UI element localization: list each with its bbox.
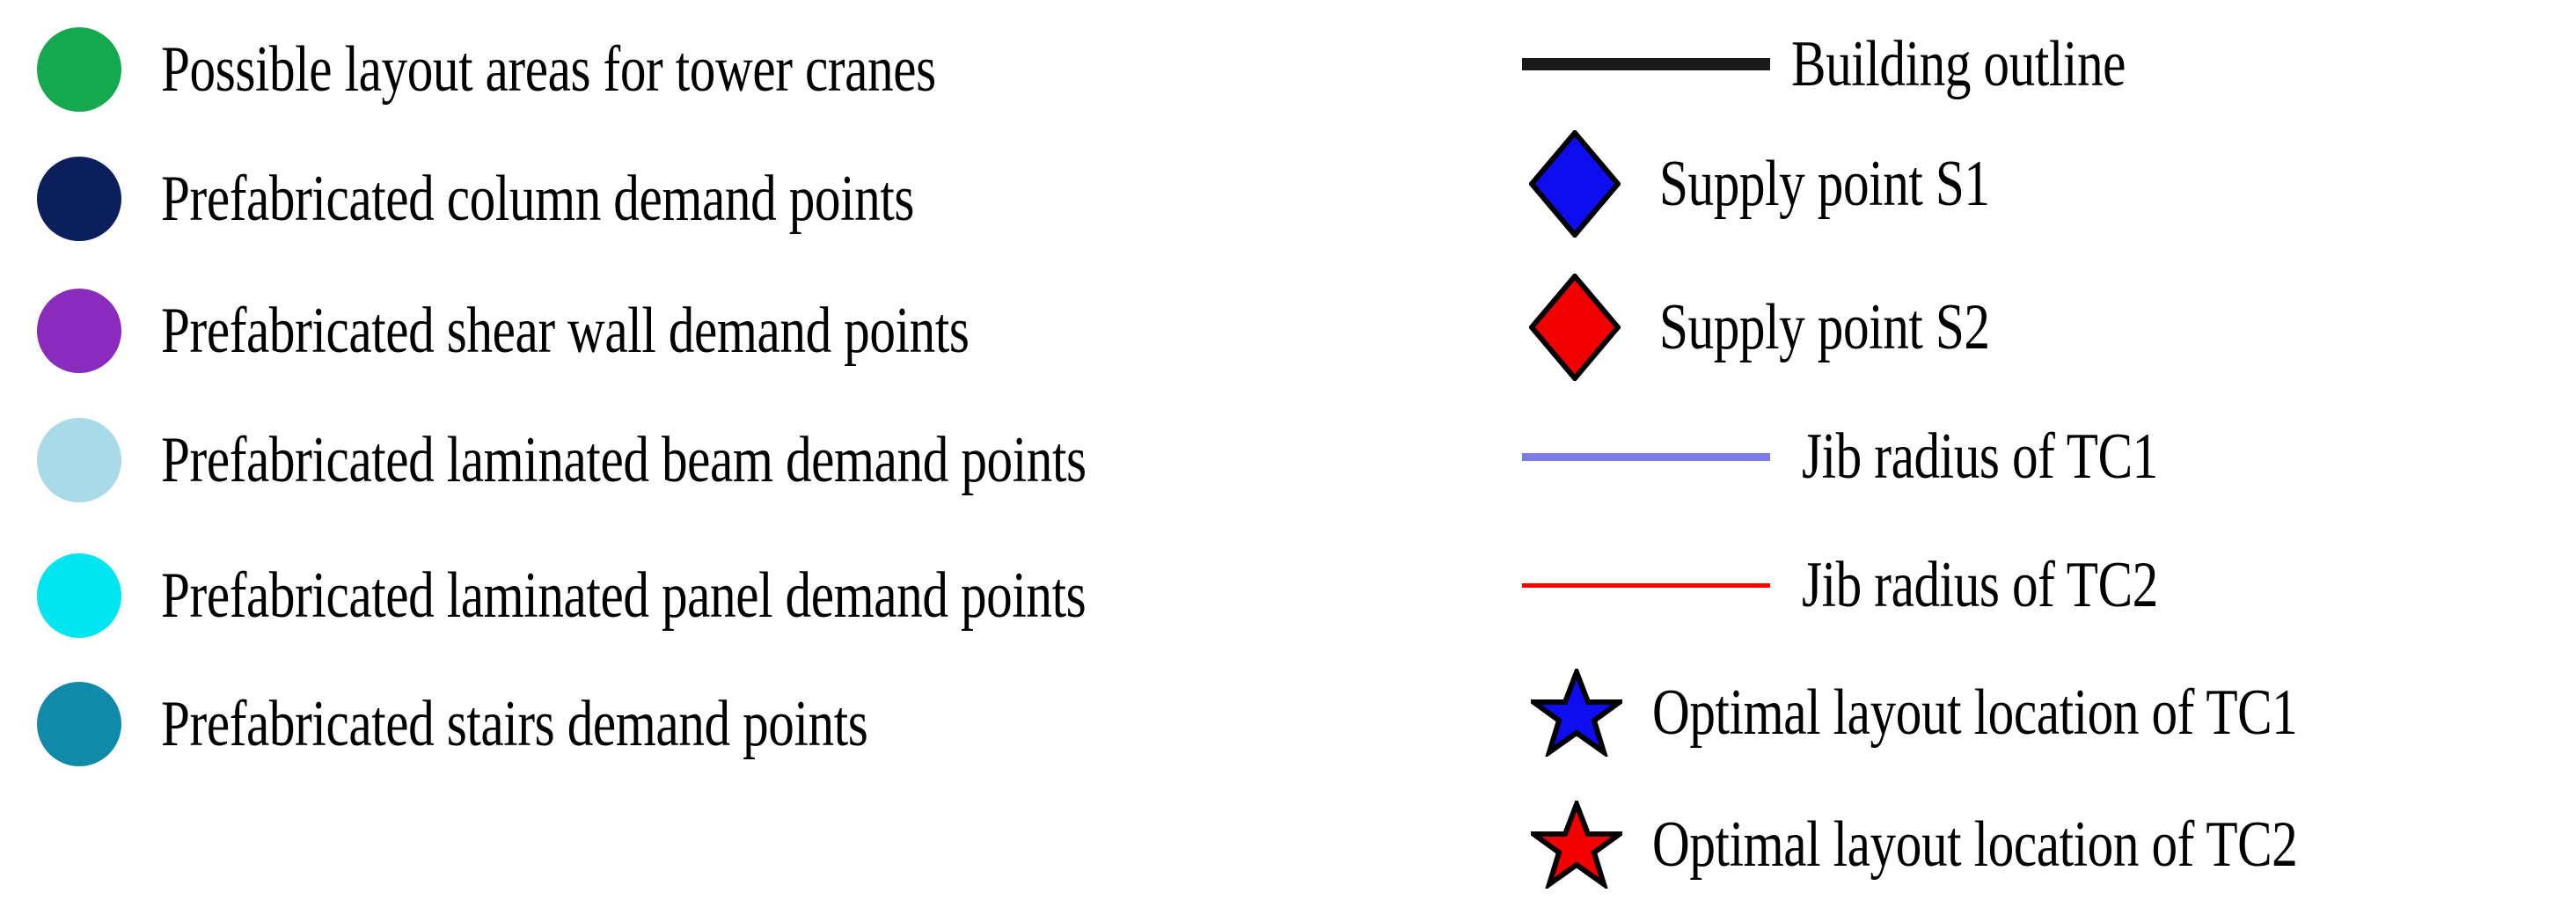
legend-item-prefab-stairs: Prefabricated stairs demand points	[37, 682, 1044, 766]
legend-item-label: Building outline	[1791, 28, 2126, 100]
blue-star-icon	[1529, 667, 1624, 758]
legend-item-optimal-layout-tc2: Optimal layout location of TC2	[1529, 799, 2459, 890]
legend-item-jib-radius-tc2: Jib radius of TC2	[1522, 553, 2247, 618]
legend-item-label: Prefabricated laminated beam demand poin…	[161, 424, 1087, 496]
legend-item-prefab-column: Prefabricated column demand points	[37, 157, 1102, 241]
light-blue-circle-icon	[37, 418, 121, 502]
red-star-icon	[1529, 799, 1624, 890]
legend-item-label: Prefabricated laminated panel demand poi…	[161, 560, 1087, 632]
legend-item-label: Supply point S2	[1659, 291, 1990, 363]
legend-item-prefab-laminated-panel: Prefabricated laminated panel demand poi…	[37, 553, 1317, 638]
cyan-circle-icon	[37, 553, 121, 638]
black-line-icon	[1522, 33, 1770, 95]
red-line-icon	[1522, 556, 1770, 614]
navy-circle-icon	[37, 157, 121, 241]
legend-item-label: Prefabricated column demand points	[161, 163, 915, 235]
green-circle-icon	[37, 27, 121, 112]
teal-circle-icon	[37, 682, 121, 766]
legend-item-supply-point-s1: Supply point S1	[1522, 130, 2073, 238]
legend-item-optimal-layout-tc1: Optimal layout location of TC1	[1529, 667, 2459, 758]
legend-item-jib-radius-tc1: Jib radius of TC1	[1522, 424, 2247, 489]
purple-circle-icon	[37, 289, 121, 373]
legend-item-label: Optimal layout location of TC2	[1652, 809, 2298, 881]
legend-item-label: Prefabricated shear wall demand points	[161, 295, 970, 367]
legend-item-building-outline: Building outline	[1522, 32, 2209, 97]
red-diamond-icon	[1522, 274, 1628, 381]
periwinkle-line-icon	[1522, 428, 1770, 486]
blue-diamond-icon	[1522, 130, 1628, 238]
legend-item-label: Jib radius of TC2	[1802, 549, 2158, 621]
legend-item-possible-layout-areas: Possible layout areas for tower cranes	[37, 27, 1130, 112]
legend-item-label: Optimal layout location of TC1	[1652, 677, 2298, 749]
legend-item-label: Prefabricated stairs demand points	[161, 688, 868, 760]
legend-item-label: Possible layout areas for tower cranes	[161, 33, 936, 106]
legend-item-label: Supply point S1	[1659, 148, 1990, 220]
legend-item-prefab-laminated-beam: Prefabricated laminated beam demand poin…	[37, 418, 1318, 502]
legend-item-prefab-shear-wall: Prefabricated shear wall demand points	[37, 289, 1171, 373]
legend-item-label: Jib radius of TC1	[1802, 421, 2158, 493]
legend-item-supply-point-s2: Supply point S2	[1522, 274, 2073, 381]
